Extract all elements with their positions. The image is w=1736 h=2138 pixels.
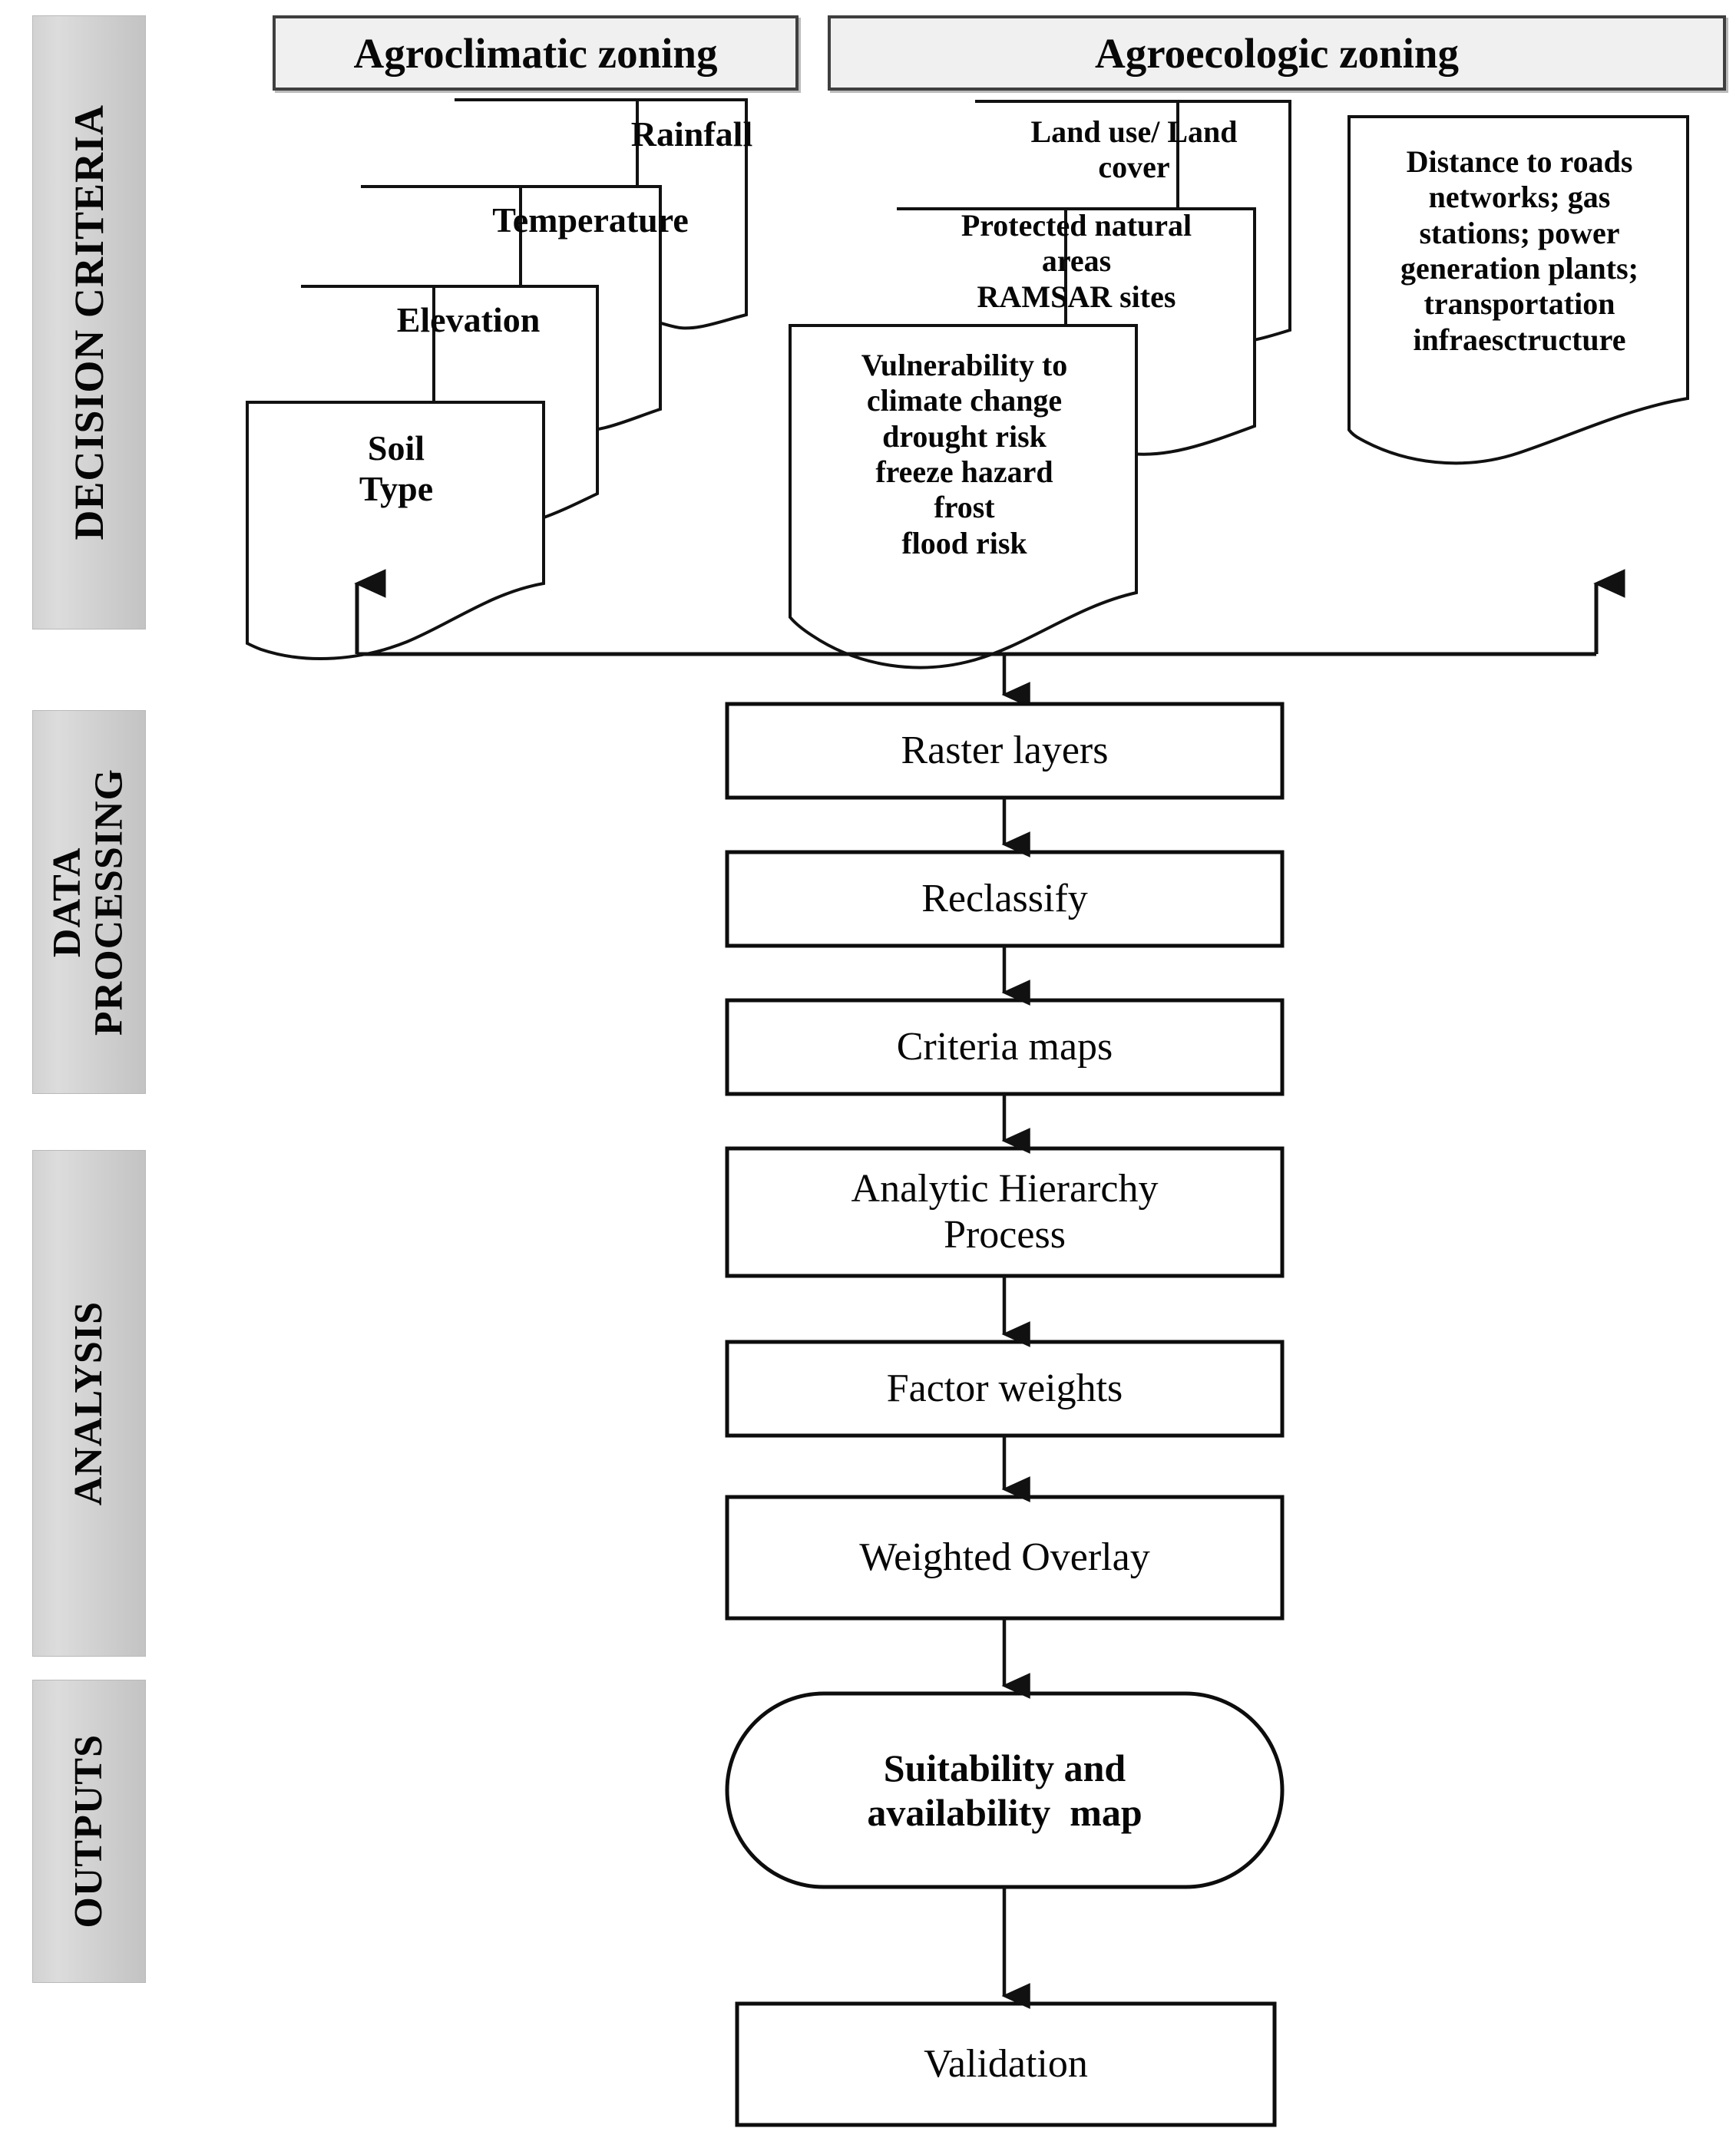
band-decision-criteria: DECISION CRITERIA xyxy=(32,15,146,630)
header-agroecologic-zoning: Agroecologic zoning xyxy=(828,15,1726,91)
header-agroclimatic-zoning: Agroclimatic zoning xyxy=(273,15,799,91)
band-data-processing: DATA PROCESSING xyxy=(32,710,146,1094)
header-agroecologic-label: Agroecologic zoning xyxy=(1094,29,1460,77)
process-box-factor-weights xyxy=(725,1340,1285,1438)
process-box-reclassify xyxy=(725,850,1285,948)
process-box-criteria-maps xyxy=(725,998,1285,1096)
band-analysis: ANALYSIS xyxy=(32,1150,146,1657)
process-box-validation xyxy=(735,2001,1277,2127)
criteria-shape-soil-type xyxy=(246,401,545,661)
criteria-shape-distance-to-infrastructure xyxy=(1347,115,1689,465)
process-box-analytic-hierarchy-process xyxy=(725,1146,1285,1278)
process-box-raster-layers xyxy=(725,702,1285,800)
criteria-shape-vulnerability xyxy=(789,324,1138,669)
band-outputs: OUTPUTS xyxy=(32,1680,146,1983)
header-agroclimatic-label: Agroclimatic zoning xyxy=(353,29,718,77)
process-shape-suitability-availability-map xyxy=(725,1691,1285,1889)
process-box-weighted-overlay xyxy=(725,1495,1285,1621)
